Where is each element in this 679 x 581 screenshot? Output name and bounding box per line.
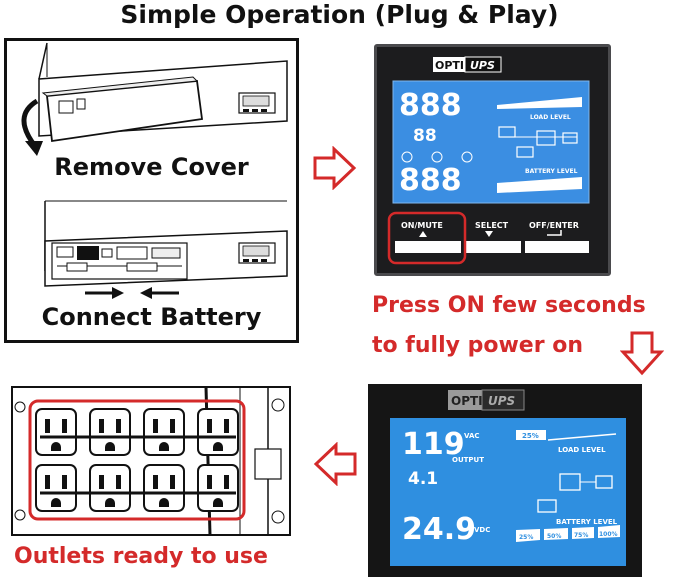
logo-opti: OPTI — [451, 394, 483, 408]
battery-seg-4: 100% — [599, 531, 618, 538]
page-title: Simple Operation (Plug & Play) — [120, 0, 559, 29]
arrow-left-icon — [313, 442, 357, 486]
ups-remove-cover-illustration — [21, 42, 288, 156]
ups-control-panel: OPTI UPS 888 88 888 LOAD LEVEL BATTERY L… — [374, 44, 611, 276]
brand-logo — [433, 57, 465, 72]
ups-connect-battery-illustration — [44, 200, 288, 299]
load-pct: 25% — [522, 432, 539, 440]
output-voltage: 24.9 — [402, 512, 476, 547]
lcd-battery-level-label: BATTERY LEVEL — [525, 168, 578, 175]
ups-display-panel-graphic: OPTI UPS 888 88 888 LOAD LEVEL BATTERY L… — [387, 56, 590, 265]
off-enter-label: OFF/ENTER — [529, 221, 579, 230]
select-button[interactable] — [465, 241, 521, 253]
ups-live-display-graphic: OPTI UPS 119 VAC OUTPUT 4.1 24.9 VDC 25%… — [390, 389, 626, 566]
lcd2-load-level-label: LOAD LEVEL — [558, 446, 606, 454]
on-mute-label: ON/MUTE — [401, 221, 443, 230]
lcd-digits-mid: 88 — [413, 126, 437, 146]
brand-logo — [448, 390, 482, 410]
output-unit: VDC — [474, 526, 490, 534]
arrow-down-icon — [620, 331, 664, 376]
arrow-right-icon — [313, 146, 357, 190]
battery-level-bars — [497, 177, 582, 193]
select-label: SELECT — [475, 221, 509, 230]
lcd-digits-top: 888 — [399, 88, 462, 123]
installation-panel: Remove Cover Connect Battery — [4, 38, 299, 343]
press-on-caption-line1: Press ON few seconds — [372, 293, 646, 318]
logo-ups: UPS — [488, 394, 515, 408]
load-level-bars — [497, 97, 582, 109]
on-mute-button[interactable] — [395, 241, 461, 253]
battery-level-segments: 25% 50% 75% 100% — [516, 525, 620, 542]
press-on-caption-line2: to fully power on — [372, 333, 583, 358]
on-mute-highlight — [387, 211, 467, 265]
lcd-load-level-label: LOAD LEVEL — [530, 114, 571, 121]
lcd-digits-bot: 888 — [399, 163, 462, 198]
input-voltage: 119 — [402, 427, 465, 462]
ups-rear-outlets — [11, 386, 291, 536]
outlets-caption: Outlets ready to use — [14, 544, 268, 569]
input-unit: VAC — [464, 432, 480, 440]
connect-battery-caption: Connect Battery — [41, 303, 262, 331]
battery-seg-2: 50% — [547, 533, 561, 540]
output-label: OUTPUT — [452, 456, 484, 464]
outlets-highlight — [28, 399, 246, 521]
ups-live-display: OPTI UPS 119 VAC OUTPUT 4.1 24.9 VDC 25%… — [368, 384, 642, 577]
battery-seg-1: 25% — [519, 534, 533, 541]
logo-opti: OPTI — [435, 59, 464, 72]
logo-ups: UPS — [470, 59, 495, 72]
lcd2-battery-level-label: BATTERY LEVEL — [556, 518, 618, 526]
remove-cover-caption: Remove Cover — [54, 153, 249, 181]
outlet-grid — [35, 408, 239, 512]
battery-seg-3: 75% — [574, 532, 588, 539]
mid-value: 4.1 — [408, 469, 438, 489]
off-enter-button[interactable] — [525, 241, 589, 253]
